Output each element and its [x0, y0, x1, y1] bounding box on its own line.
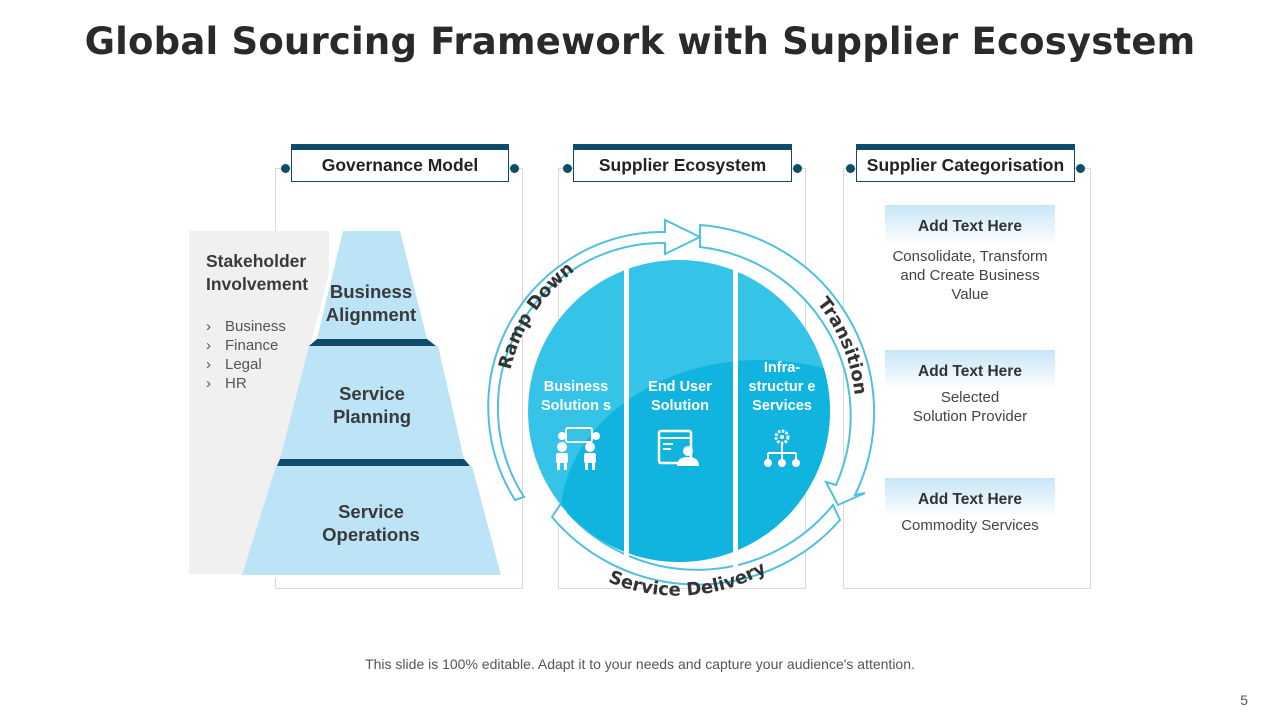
pyramid-divider [309, 339, 436, 346]
pyramid-label-service-planning: Service Planning [332, 383, 412, 427]
list-item: ›HR [206, 375, 247, 392]
ramp-down-arrow [487, 218, 703, 502]
stakeholder-title: Stakeholder Involvement [206, 251, 309, 294]
category-card: Add Text Here Commodity Services [885, 478, 1055, 535]
segment-label-infrastructure: Infra- structur e Services [748, 360, 816, 414]
pyramid-label-business-alignment: Business Alignment [325, 281, 417, 325]
stakeholder-list: ›Business ›Finance ›Legal ›HR [206, 317, 286, 393]
category-card-title: Add Text Here [885, 478, 1055, 518]
segment-divider [733, 258, 738, 568]
page-number: 5 [1240, 692, 1248, 708]
categorisation-header: Supplier Categorisation [856, 144, 1075, 182]
category-card-body: Selected Solution Provider [912, 389, 1028, 425]
list-item: ›Business [206, 318, 286, 335]
network-gear-icon [764, 429, 800, 467]
pyramid-level-bottom [242, 466, 501, 575]
header-dot [846, 164, 855, 173]
header-dot [563, 164, 572, 173]
category-card-body: Consolidate, Transform and Create Busine… [892, 248, 1048, 303]
transition-arrow [699, 223, 876, 507]
pyramid-level-top [317, 231, 427, 339]
header-dot [510, 164, 519, 173]
header-dot [1076, 164, 1085, 173]
header-dot [793, 164, 802, 173]
list-item: ›Finance [206, 337, 279, 354]
category-card-body: Commodity Services [901, 517, 1039, 534]
pyramid-level-middle [280, 346, 464, 459]
footer-note: This slide is 100% editable. Adapt it to… [365, 656, 915, 672]
people-meeting-icon [556, 427, 600, 470]
governance-header: Governance Model [291, 144, 509, 182]
ecosystem-header: Supplier Ecosystem [573, 144, 792, 182]
category-card-title: Add Text Here [885, 205, 1055, 245]
segment-label-business: Business Solution s [540, 379, 612, 414]
header-dot [281, 164, 290, 173]
category-card: Add Text Here Selected Solution Provider [885, 350, 1055, 426]
user-screen-icon [657, 429, 699, 466]
segment-divider [624, 258, 629, 568]
segment-label-end-user: End User Solution [648, 379, 712, 414]
pyramid-label-service-operations: Service Operations [322, 501, 420, 545]
category-card: Add Text Here Consolidate, Transform and… [885, 205, 1055, 304]
list-item: ›Legal [206, 356, 262, 373]
slide-title: Global Sourcing Framework with Supplier … [84, 20, 1196, 63]
pyramid-divider [277, 459, 470, 466]
category-card-title: Add Text Here [885, 350, 1055, 390]
